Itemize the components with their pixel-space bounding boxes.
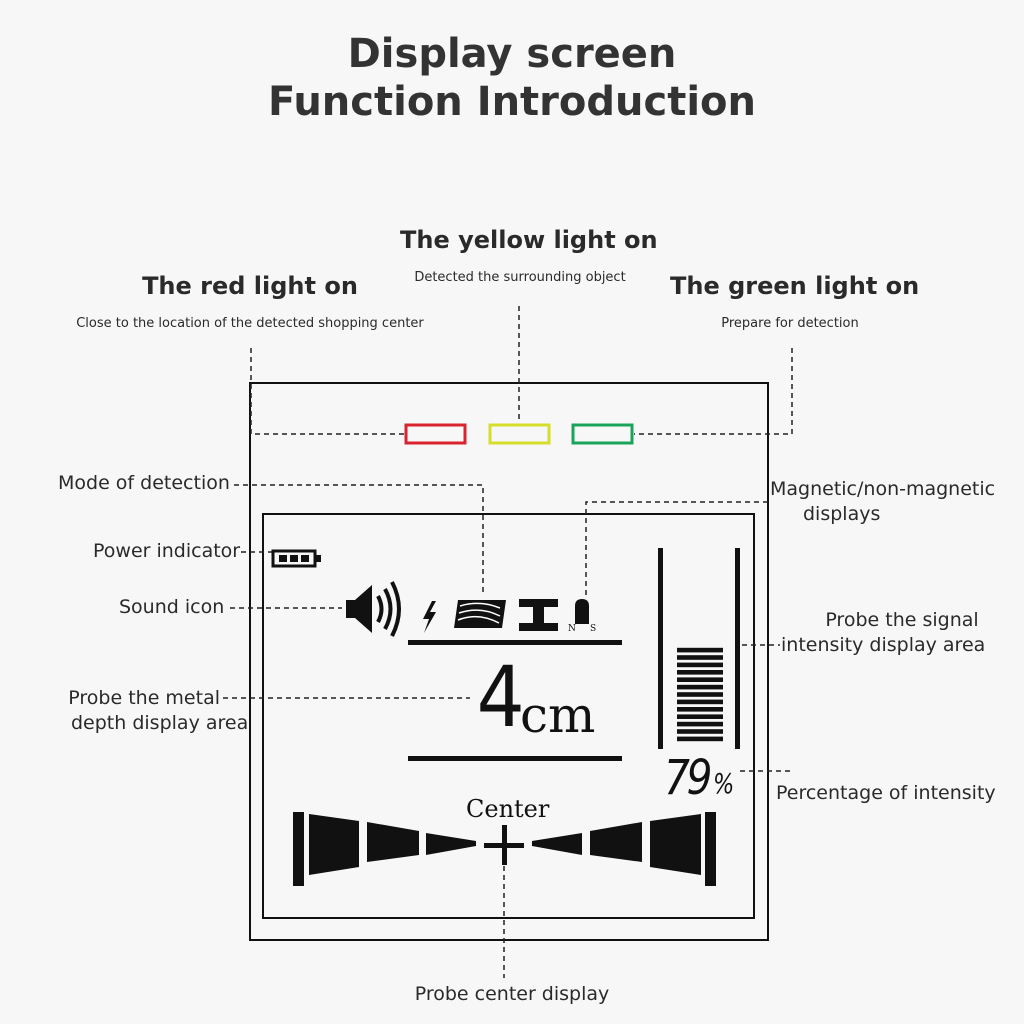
magnetic-label-line2: displays (803, 503, 881, 525)
speaker-icon (346, 581, 401, 637)
magnet-s-label: S (590, 624, 597, 634)
left-segment-1 (309, 814, 359, 875)
signal-bar (677, 647, 723, 653)
signal-frame-right (735, 548, 740, 749)
lower-separator-line (408, 756, 622, 761)
signal-bars (677, 647, 723, 742)
magnetic-label-line1: Magnetic/non-magnetic (770, 478, 996, 500)
lcd-screen-frame (262, 513, 755, 919)
green-light-heading: The green light on (670, 272, 920, 300)
depth-value: 4 (476, 648, 525, 746)
mode-of-detection-label: Mode of detection (58, 472, 230, 494)
intensity-unit: % (713, 767, 735, 800)
green-light-indicator (571, 423, 634, 445)
signal-bar (677, 714, 723, 719)
left-segment-2 (367, 822, 419, 862)
right-end-bar (705, 812, 716, 886)
intensity-value: 79 (664, 750, 713, 806)
signal-bar (677, 721, 723, 727)
percentage-label: Percentage of intensity (776, 782, 996, 804)
signal-bar (677, 699, 723, 705)
signal-bar (677, 655, 723, 660)
outer-device-frame (249, 382, 769, 941)
signal-bar (677, 677, 723, 682)
signal-bar (677, 707, 723, 712)
center-cross-vertical (502, 825, 507, 865)
green-leader-line (634, 348, 793, 435)
signal-label-line1: Probe the signal (825, 609, 979, 631)
magnetic-leader-line (585, 501, 768, 598)
left-end-bar (293, 812, 304, 886)
red-light-heading: The red light on (142, 272, 358, 300)
right-segment-3 (532, 833, 582, 855)
yellow-light-indicator (488, 423, 551, 445)
depth-label-line2: depth display area (71, 712, 249, 734)
magnet-n-label: N (568, 624, 576, 634)
red-light-desc: Close to the location of the detected sh… (76, 316, 424, 331)
center-text: Center (466, 795, 550, 823)
signal-bar (677, 736, 723, 742)
upper-separator-line (408, 640, 622, 645)
red-light-indicator (404, 423, 467, 445)
red-leader-line (250, 348, 404, 435)
battery-icon (271, 549, 321, 568)
mode-leader-line (234, 484, 484, 594)
lightning-icon (423, 601, 436, 633)
power-indicator-label: Power indicator (93, 540, 241, 562)
depth-label-line1: Probe the metal (68, 687, 220, 709)
signal-bar (677, 684, 723, 690)
wood-icon (454, 600, 506, 628)
left-segment-3 (426, 833, 476, 855)
metal-beam-icon (519, 599, 558, 631)
magnet-icon (575, 599, 589, 624)
yellow-light-heading: The yellow light on (400, 226, 658, 254)
signal-bar (677, 670, 723, 675)
green-light-desc: Prepare for detection (721, 316, 859, 331)
yellow-light-desc: Detected the surrounding object (414, 270, 626, 285)
signal-label-line2: intensity display area (781, 634, 986, 656)
center-pointer-display (293, 812, 716, 886)
signal-frame-left (658, 548, 663, 749)
page-title-line1: Display screen (347, 31, 677, 77)
right-segment-2 (590, 822, 642, 862)
signal-bar (677, 662, 723, 668)
probe-center-label: Probe center display (414, 983, 610, 1005)
depth-unit: cm (520, 686, 596, 744)
leader-lines (223, 306, 793, 978)
sound-icon-label: Sound icon (119, 596, 225, 618)
page-title-line2: Function Introduction (267, 79, 756, 125)
signal-bar (677, 692, 723, 697)
signal-bar (677, 729, 723, 734)
right-segment-1 (650, 814, 701, 875)
